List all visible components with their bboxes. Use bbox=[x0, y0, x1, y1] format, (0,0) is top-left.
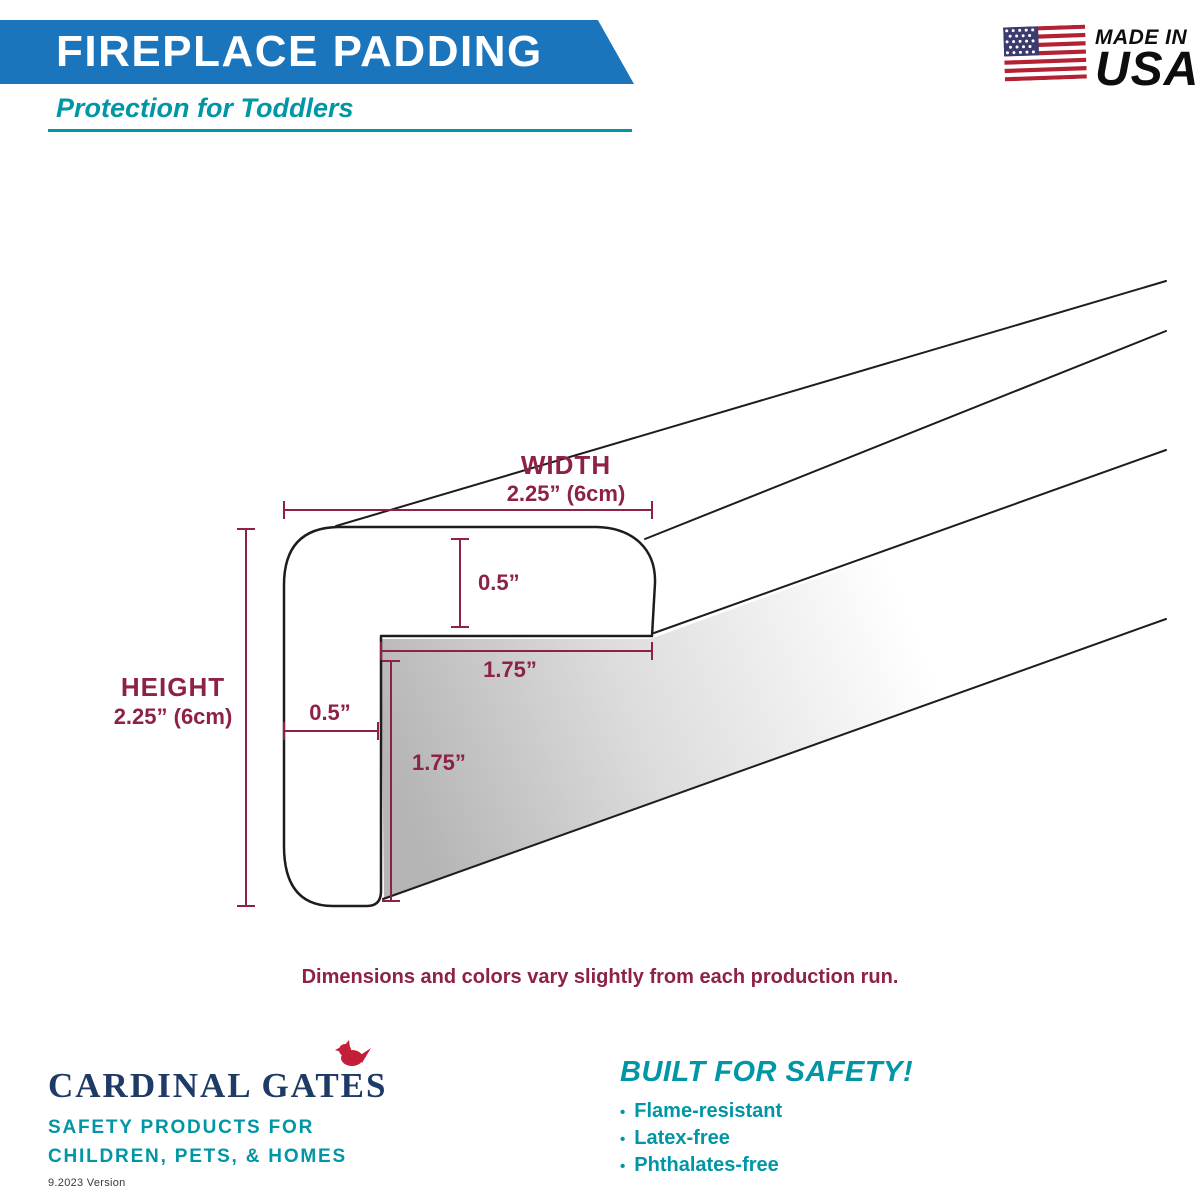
product-subtitle: Protection for Toddlers bbox=[56, 93, 354, 123]
bullet-icon: • bbox=[620, 1131, 626, 1148]
product-title: FIREPLACE PADDING bbox=[56, 27, 543, 76]
width-value: 2.25” (6cm) bbox=[507, 481, 626, 506]
safety-item-label: Flame-resistant bbox=[634, 1100, 783, 1122]
made-in-usa-badge: MADE IN USA bbox=[1003, 24, 1200, 96]
safety-item-label: Latex-free bbox=[634, 1127, 730, 1149]
width-label: WIDTH bbox=[521, 450, 611, 480]
cardinal-bird-icon bbox=[335, 1040, 371, 1066]
top-thickness-value: 0.5” bbox=[478, 570, 520, 595]
safety-title: BUILT FOR SAFETY! bbox=[620, 1056, 914, 1088]
safety-item: • Phthalates-free bbox=[620, 1154, 913, 1177]
version-text: 9.2023 Version bbox=[48, 1177, 126, 1189]
divider-rule bbox=[48, 129, 632, 132]
side-thickness-value: 0.5” bbox=[309, 700, 351, 725]
bullet-icon: • bbox=[620, 1158, 626, 1175]
dimension-lines bbox=[237, 501, 653, 907]
safety-item: • Flame-resistant bbox=[620, 1100, 913, 1123]
usa-label: USA bbox=[1095, 43, 1200, 96]
side-inner-value: 1.75” bbox=[412, 750, 466, 775]
height-label: HEIGHT bbox=[121, 672, 225, 702]
bullet-icon: • bbox=[620, 1104, 626, 1121]
made-in-text: MADE IN USA bbox=[1095, 26, 1200, 96]
inner-face-shading bbox=[381, 452, 1166, 900]
padding-cross-section bbox=[282, 525, 657, 908]
brand-tagline-line1: SAFETY PRODUCTS FOR bbox=[48, 1117, 315, 1138]
extrusion-lines bbox=[335, 280, 1167, 900]
safety-item-label: Phthalates-free bbox=[634, 1154, 779, 1176]
brand-tagline-line2: CHILDREN, PETS, & HOMES bbox=[48, 1146, 347, 1167]
dimension-labels: WIDTH 2.25” (6cm) 0.5” 1.75” HEIGHT 2.25… bbox=[114, 450, 626, 775]
safety-item: • Latex-free bbox=[620, 1127, 913, 1150]
top-inner-value: 1.75” bbox=[483, 657, 537, 682]
made-in-label: MADE IN bbox=[1095, 26, 1188, 49]
brand-block: CARDINAL GATES SAFETY PRODUCTS FOR CHILD… bbox=[48, 1040, 388, 1189]
title-banner: FIREPLACE PADDING bbox=[0, 20, 634, 84]
brand-name: CARDINAL GATES bbox=[48, 1066, 388, 1105]
production-note: Dimensions and colors vary slightly from… bbox=[301, 966, 899, 988]
usa-flag-icon bbox=[1003, 24, 1087, 82]
height-value: 2.25” (6cm) bbox=[114, 704, 233, 729]
safety-block: BUILT FOR SAFETY! • Flame-resistant • La… bbox=[620, 1056, 913, 1177]
